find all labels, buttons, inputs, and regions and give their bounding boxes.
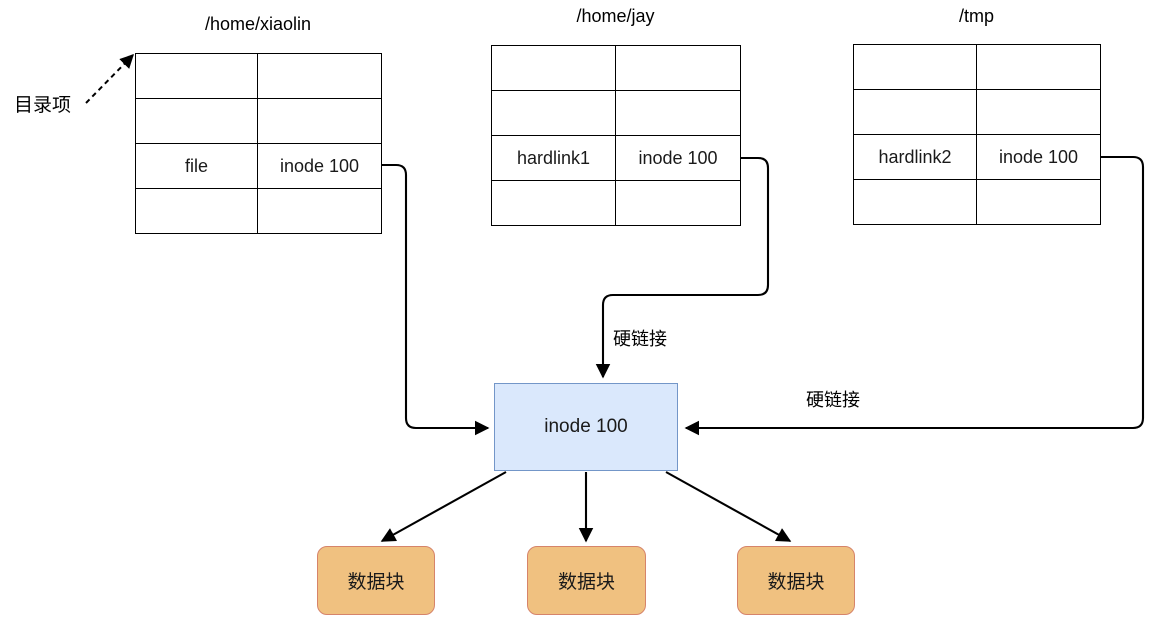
empty-name-cell xyxy=(491,90,616,136)
data-block-1[interactable]: 数据块 xyxy=(317,546,435,615)
entry-name-cell[interactable]: file xyxy=(135,143,258,189)
table-row-entry[interactable]: hardlink2 inode 100 xyxy=(853,134,1101,180)
empty-inode-cell xyxy=(615,180,741,226)
entry-inode-cell[interactable]: inode 100 xyxy=(615,135,741,181)
empty-name-cell xyxy=(135,188,258,234)
entry-inode-cell[interactable]: inode 100 xyxy=(976,134,1101,180)
entry-name-cell[interactable]: hardlink2 xyxy=(853,134,977,180)
empty-name-cell xyxy=(491,45,616,91)
edge-inode-to-datablock-3 xyxy=(665,471,792,542)
directory-title-jay: /home/jay xyxy=(576,6,655,26)
empty-inode-cell xyxy=(257,188,382,234)
empty-inode-cell xyxy=(615,90,741,136)
table-row-entry[interactable]: hardlink1 inode 100 xyxy=(491,135,741,181)
empty-inode-cell xyxy=(257,98,382,144)
data-block-label: 数据块 xyxy=(767,572,825,593)
directory-title-xiaolin: /home/xiaolin xyxy=(204,14,312,34)
inode-box[interactable]: inode 100 xyxy=(494,383,678,471)
edge-inode-to-datablock-1 xyxy=(380,471,507,542)
entry-inode-cell[interactable]: inode 100 xyxy=(257,143,382,189)
data-block-3[interactable]: 数据块 xyxy=(737,546,855,615)
empty-name-cell xyxy=(853,44,977,90)
directory-table-tmp: hardlink2 inode 100 xyxy=(853,44,1101,225)
data-block-label: 数据块 xyxy=(557,572,615,593)
table-row xyxy=(853,179,1101,225)
directory-table-xiaolin: file inode 100 xyxy=(135,53,382,234)
table-row xyxy=(135,53,382,99)
table-row xyxy=(491,90,741,136)
dirent-label: 目录项 xyxy=(14,95,72,116)
table-row xyxy=(853,44,1101,90)
entry-name-cell[interactable]: hardlink1 xyxy=(491,135,616,181)
data-block-label: 数据块 xyxy=(347,572,405,593)
table-row-entry[interactable]: file inode 100 xyxy=(135,143,382,189)
empty-name-cell xyxy=(135,98,258,144)
directory-title-tmp: /tmp xyxy=(958,6,994,26)
inode-box-label: inode 100 xyxy=(544,416,628,437)
empty-inode-cell xyxy=(976,44,1101,90)
edge-xiaolin-to-inode xyxy=(380,163,490,436)
empty-inode-cell xyxy=(257,53,382,99)
directory-table-jay: hardlink1 inode 100 xyxy=(491,45,741,226)
empty-inode-cell xyxy=(615,45,741,91)
dirent-pointer-arrow xyxy=(85,53,134,104)
edge-label-hardlink-right: 硬链接 xyxy=(806,390,860,410)
empty-name-cell xyxy=(135,53,258,99)
table-row xyxy=(853,89,1101,135)
edge-label-hardlink-middle: 硬链接 xyxy=(613,329,667,349)
data-block-2[interactable]: 数据块 xyxy=(527,546,646,615)
empty-inode-cell xyxy=(976,179,1101,225)
empty-name-cell xyxy=(853,89,977,135)
table-row xyxy=(135,188,382,234)
empty-inode-cell xyxy=(976,89,1101,135)
table-row xyxy=(491,45,741,91)
table-row xyxy=(491,180,741,226)
empty-name-cell xyxy=(491,180,616,226)
table-row xyxy=(135,98,382,144)
empty-name-cell xyxy=(853,179,977,225)
